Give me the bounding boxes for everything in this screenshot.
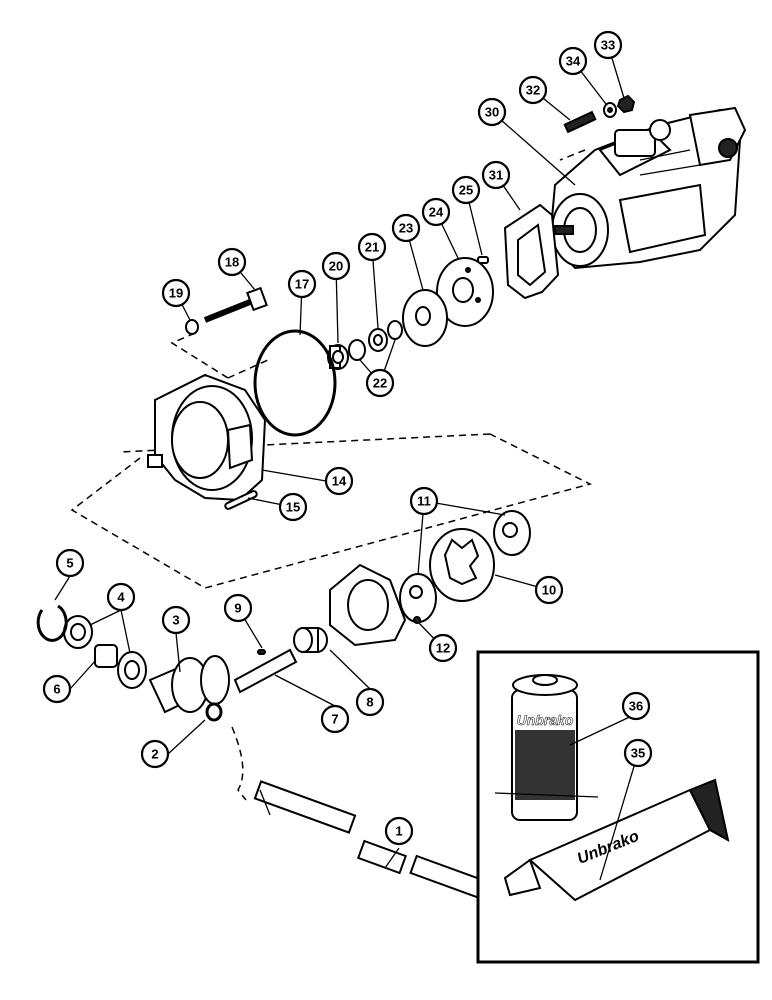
callout-31: 31: [481, 160, 511, 190]
callout-18: 18: [217, 247, 247, 277]
gasket-31: [503, 203, 560, 300]
svg-text:7: 7: [331, 712, 338, 727]
callout-34: 34: [558, 46, 588, 76]
callout-4: 4: [106, 582, 136, 612]
housing-14: [147, 373, 267, 502]
svg-text:35: 35: [631, 746, 645, 761]
svg-text:31: 31: [489, 168, 503, 183]
spacer-6: [94, 644, 118, 668]
callout-10: 10: [534, 575, 564, 605]
stud-32: [563, 110, 597, 134]
svg-text:32: 32: [526, 83, 540, 98]
dashed-guide-upper: [170, 332, 269, 379]
thrust-plate-23: [402, 289, 448, 347]
svg-text:24: 24: [429, 205, 444, 220]
svg-text:34: 34: [566, 54, 581, 69]
callout-5: 5: [55, 548, 85, 578]
callout-8: 8: [355, 687, 385, 717]
bearing-4-a: [63, 615, 93, 649]
callout-12: 12: [428, 633, 458, 663]
callout-21: 21: [357, 232, 387, 262]
callout-2: 2: [140, 739, 170, 769]
callout-15: 15: [278, 492, 308, 522]
pin-25: [477, 256, 489, 264]
washer-19: [185, 319, 199, 335]
bearing-4-b: [117, 651, 147, 689]
svg-text:23: 23: [399, 221, 413, 236]
gear-set-10: [429, 528, 495, 602]
nut-33: [616, 94, 636, 114]
bearing-8: [293, 627, 328, 653]
callout-36: 36: [621, 691, 651, 721]
callout-11: 11: [409, 486, 439, 516]
wear-plate-11-a: [493, 510, 531, 556]
o-ring-17: [253, 329, 337, 437]
callout-30: 30: [477, 97, 507, 127]
svg-text:2: 2: [151, 747, 158, 762]
svg-text:25: 25: [459, 183, 473, 198]
svg-text:10: 10: [542, 583, 556, 598]
svg-text:20: 20: [329, 259, 343, 274]
svg-text:6: 6: [53, 682, 60, 697]
washers-22: [348, 320, 403, 361]
snap-ring-5: [36, 604, 68, 642]
callout-35: 35: [623, 738, 653, 768]
callout-1: 1: [384, 816, 414, 846]
callout-22: 22: [365, 368, 395, 398]
callout-32: 32: [518, 75, 548, 105]
shaft-7: [233, 648, 298, 694]
svg-text:14: 14: [332, 474, 347, 489]
can-brand-text: Unbrako: [517, 712, 574, 728]
end-plate: [329, 563, 407, 647]
tube-35: Unbrako: [503, 778, 730, 902]
plate-24: [436, 257, 494, 327]
svg-text:17: 17: [295, 277, 309, 292]
callout-24: 24: [421, 197, 451, 227]
svg-text:4: 4: [117, 590, 125, 605]
svg-text:8: 8: [366, 695, 373, 710]
spray-can-36: Unbrako: [494, 674, 599, 821]
callout-23: 23: [391, 213, 421, 243]
bolt-18: [203, 286, 268, 323]
callout-33: 33: [593, 30, 623, 60]
callout-17: 17: [287, 269, 317, 299]
svg-text:9: 9: [234, 601, 241, 616]
callout-14: 14: [324, 466, 354, 496]
callout-20: 20: [321, 251, 351, 281]
callout-25: 25: [451, 175, 481, 205]
svg-text:15: 15: [286, 500, 300, 515]
svg-text:30: 30: [485, 105, 499, 120]
callout-9: 9: [223, 593, 253, 623]
svg-text:36: 36: [629, 699, 643, 714]
svg-text:18: 18: [225, 255, 239, 270]
svg-text:1: 1: [395, 824, 402, 839]
key-9: [257, 649, 266, 655]
pin-12: [413, 616, 421, 624]
washer-34: [603, 102, 617, 118]
dashed-guide-lower: [70, 433, 593, 589]
svg-text:22: 22: [373, 376, 387, 391]
svg-text:11: 11: [417, 494, 431, 509]
wear-plate-11-b: [399, 573, 437, 623]
callout-6: 6: [42, 674, 72, 704]
svg-text:5: 5: [66, 556, 73, 571]
gear-3: [148, 655, 230, 714]
svg-text:33: 33: [601, 38, 615, 53]
bearing-21: [368, 328, 388, 352]
callout-3: 3: [161, 605, 191, 635]
svg-text:21: 21: [365, 240, 379, 255]
pin-15: [224, 490, 258, 510]
svg-text:12: 12: [436, 641, 450, 656]
callout-19: 19: [161, 278, 191, 308]
snap-ring-2: [205, 702, 223, 722]
callout-7: 7: [320, 704, 350, 734]
hydraulic-pump: [548, 106, 747, 270]
dashed-guide-shaft: [231, 726, 247, 801]
svg-text:3: 3: [172, 613, 179, 628]
svg-text:19: 19: [169, 286, 183, 301]
dashed-guide-pump: [559, 149, 586, 161]
